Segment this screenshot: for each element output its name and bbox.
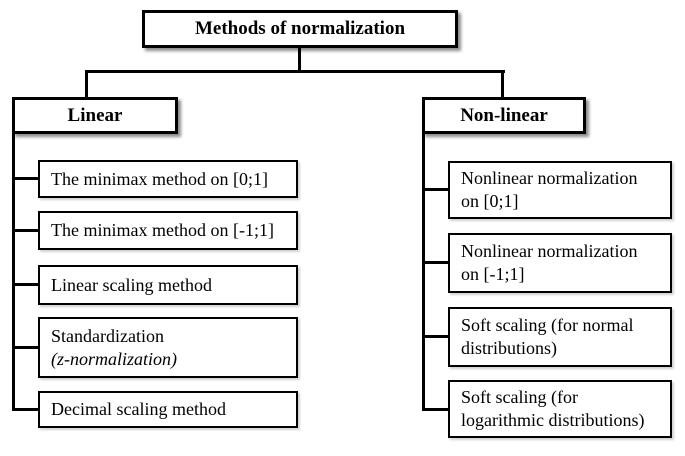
leaf-node-decimal-scaling: Decimal scaling method	[38, 391, 298, 428]
leaf-node-soft-scaling-normal: Soft scaling (for normal distributions)	[448, 307, 672, 367]
connector-linear-spine	[12, 132, 15, 411]
leaf-label: Nonlinear normalization	[461, 168, 638, 188]
leaf-node-standardization: Standardization (z-normalization)	[38, 317, 298, 378]
leaf-label: Linear scaling method	[51, 274, 212, 295]
branch-non-linear-label: Non-linear	[460, 104, 548, 126]
leaf-node-nonlinear-minus1-1: Nonlinear normalization on [-1;1]	[448, 233, 672, 293]
connector-nonlinear-drop	[501, 70, 504, 98]
leaf-label: Standardization	[51, 325, 164, 346]
leaf-label: Decimal scaling method	[51, 399, 226, 419]
branch-linear-label: Linear	[67, 104, 123, 126]
connector-stub-linear-4	[12, 346, 40, 349]
branch-node-linear: Linear	[12, 97, 178, 134]
root-node-methods-of-normalization: Methods of normalization	[142, 10, 458, 48]
leaf-node-nonlinear-0-1: Nonlinear normalization on [0;1]	[448, 161, 672, 219]
leaf-label: The minimax method on [0;1]	[51, 168, 268, 189]
leaf-label: Nonlinear normalization	[461, 241, 638, 261]
connector-horizontal-bar	[85, 70, 505, 73]
connector-linear-drop	[85, 70, 88, 98]
connector-stub-nonlinear-1	[422, 188, 450, 191]
connector-stub-linear-3	[12, 283, 40, 286]
connector-stub-linear-2	[12, 229, 40, 232]
connector-stub-nonlinear-4	[422, 408, 450, 411]
connector-stub-linear-1	[12, 177, 40, 180]
leaf-label-line2: on [-1;1]	[461, 264, 525, 284]
connector-stub-linear-5	[12, 408, 40, 411]
root-node-label: Methods of normalization	[194, 18, 406, 39]
leaf-label: The minimax method on [-1;1]	[51, 220, 274, 240]
leaf-label-line2: distributions)	[461, 338, 558, 358]
leaf-node-soft-scaling-logarithmic: Soft scaling (for logarithmic distributi…	[448, 380, 672, 438]
connector-stub-nonlinear-3	[422, 335, 450, 338]
leaf-label-line2: on [0;1]	[461, 191, 519, 211]
leaf-node-minimax-minus1-1: The minimax method on [-1;1]	[38, 211, 298, 250]
leaf-node-linear-scaling: Linear scaling method	[38, 265, 298, 305]
connector-root-stem	[298, 48, 301, 72]
leaf-label: Soft scaling (for normal	[461, 315, 634, 335]
leaf-node-minimax-0-1: The minimax method on [0;1]	[38, 160, 298, 198]
leaf-label-line2: (z-normalization)	[51, 348, 177, 369]
connector-stub-nonlinear-2	[422, 261, 450, 264]
leaf-label: Soft scaling (for	[461, 387, 578, 407]
branch-node-non-linear: Non-linear	[422, 97, 586, 134]
connector-nonlinear-spine	[422, 133, 425, 411]
leaf-label-line2: logarithmic distributions)	[461, 410, 645, 430]
